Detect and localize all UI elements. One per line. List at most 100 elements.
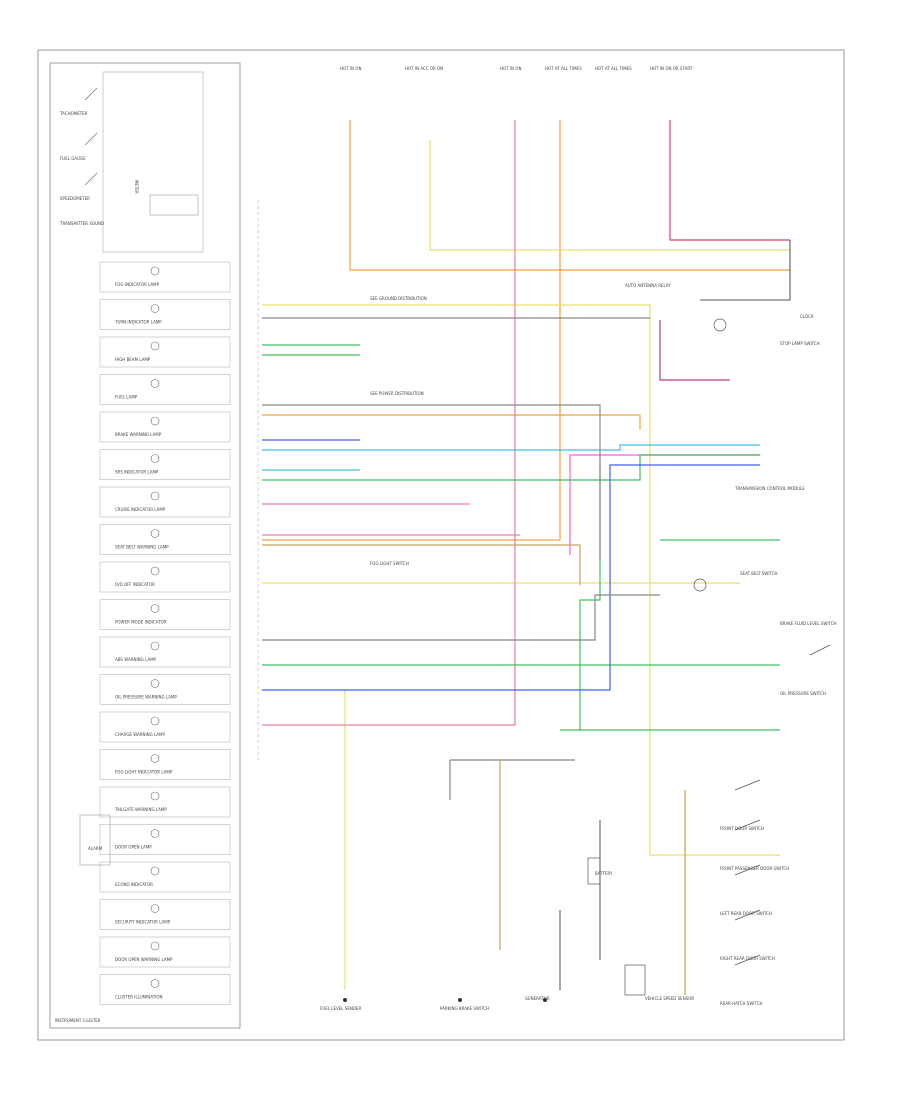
component-label: REAR HATCH SWITCH [720,1001,763,1006]
wire-orange [349,120,790,271]
component-label: TRANSMISSION CONTROL MODULE [734,486,805,491]
lamp-bulb-icon [150,904,160,913]
wires [262,120,791,995]
wire-pink [262,120,516,726]
ground-symbol [343,998,347,1002]
bulb [693,578,707,592]
lamp-label: FOG LIGHT INDICATOR LAMP [115,770,173,775]
lamp-box [99,974,231,1005]
lamp-label: CHARGE WARNING LAMP [115,732,166,737]
lamp-label: FUEL LAMP [115,395,138,400]
meter-label: METER [134,180,139,194]
lamp-label: SEAT BELT WARNING LAMP [115,545,169,550]
wire-black [700,240,791,301]
lamp-box [99,486,231,518]
gauge-tachometer-label: TACHOMETER [59,111,88,116]
lamp-bulb-icon [150,604,160,613]
sensor-box [624,964,646,996]
lamp-label: CLUSTER ILLUMINATION [115,995,163,1000]
lamp-box [99,936,231,968]
lamp-label: HIGH BEAM LAMP [115,357,151,362]
lamp-box [99,824,231,855]
lamp-box [99,299,231,330]
component-label: FUEL LEVEL SENDER [320,1006,361,1011]
lamp-bulb-icon [150,566,160,576]
wire-tan [262,544,581,585]
lamp-label: ECONO INDICATOR [115,882,153,887]
meter-box [102,71,204,253]
note-text: SEE GROUND DISTRIBUTION [370,296,427,301]
lamp-label: O/D OFF INDICATOR [115,582,155,587]
lamp-box [99,411,231,443]
note-text: SEE POWER DISTRIBUTION [370,391,424,396]
fuse-label: HOT AT ALL TIMES [595,66,632,71]
lamp-label: CRUISE INDICATOR LAMP [115,507,166,512]
ground-symbol [458,998,462,1002]
lamp-bulb-icon [150,416,160,426]
component-label: RIGHT REAR DOOR SWITCH [720,956,775,961]
lamp-box [99,449,231,480]
lamp-label: BRAKE WARNING LAMP [115,432,162,437]
switch-symbols [693,318,831,966]
fuse-label: HOT IN ACC OR ON [405,66,443,71]
gauge-needle [84,87,98,101]
lamp-bulb-icon [150,829,160,838]
lamp-box [99,711,231,743]
lamp-bulb-icon [150,304,160,313]
lamp-label: SRS INDICATOR LAMP [115,470,159,475]
wire-pink [669,120,790,241]
component-label: FRONT DOOR SWITCH [720,826,764,831]
switch [734,954,761,966]
bottom-components: FUEL LEVEL SENDER PARKING BRAKE SWITCH G… [320,857,694,1011]
lamp-bulb-icon [150,454,160,463]
gauge-needle [84,172,98,186]
lamp-label: TURN INDICATOR LAMP [114,320,162,325]
switch [809,644,831,656]
lamp-label: TAILGATE WARNING LAMP [114,807,167,812]
lamp-box [99,599,231,630]
lamp-box [99,899,231,930]
wire-orange [262,120,561,541]
wire-gray [262,594,660,641]
component-label: GENERATOR [525,996,550,1001]
lamp-bulb-icon [150,941,160,951]
gauge-speedometer-label: SPEEDOMETER [60,196,90,201]
wire-blue [262,464,760,691]
instrument-cluster-box [49,62,241,1029]
lamp-bulb-icon [150,716,160,726]
lamp-box [99,636,231,668]
component-label: CLOCK [800,314,814,319]
transmitter-label: TRANSMITTER SOUND [59,221,104,226]
wire-green [262,454,760,481]
diagram-frame [37,49,845,1041]
lamp-box [99,674,231,705]
component-label: VEHICLE SPEED SENSOR [645,996,694,1001]
note-text: AUTO ANTENNA RELAY [625,283,671,288]
lamp-label: ABS WARNING LAMP [115,657,157,662]
switch [734,819,761,831]
lamp-label: DOOR OPEN LAMP [115,845,152,850]
wire-cyan [262,444,760,451]
lamp-label: OIL PRESSURE WARNING LAMP [115,695,177,700]
lamp-box [99,861,231,893]
gauge-needle [84,132,98,146]
lamp-bulb-icon [150,866,160,876]
lamp-bulb-icon [150,491,160,501]
lamp-label: POWER MODE INDICATOR [115,620,167,625]
lamp-bulb-icon [150,979,160,988]
lamp-box [99,374,231,405]
wire-magenta [659,320,730,381]
lamp-bulb-icon [150,529,160,538]
component-label: FRONT PASSENGER DOOR SWITCH [720,866,789,871]
lamp-bulb-icon [150,341,160,351]
lamp-box [99,749,231,780]
component-label: BRAKE FLUID LEVEL SWITCH [780,621,837,626]
fuse-label: HOT AT ALL TIMES [545,66,582,71]
component-label: STOP LAMP SWITCH [780,341,820,346]
fuse-row: HOT IN ON HOT IN ACC OR ON HOT IN ON HOT… [340,66,693,71]
gauge-group: TACHOMETER FUEL GAUGE SPEEDOMETER [59,87,98,201]
component-label: LEFT REAR DOOR SWITCH [720,911,772,916]
lamp-bulb-icon [150,754,160,763]
